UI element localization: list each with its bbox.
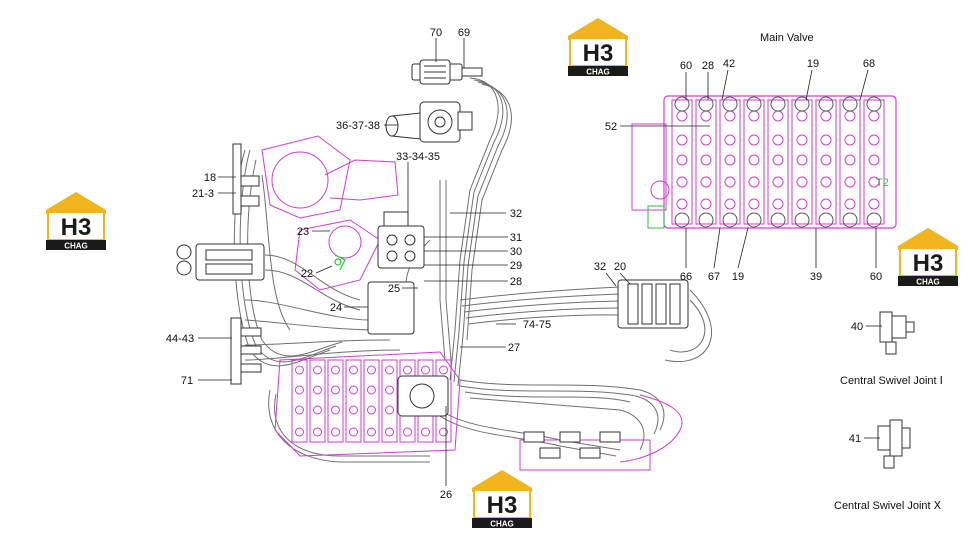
part-label: 74-75	[523, 319, 551, 331]
part-label: 44-43	[166, 333, 194, 345]
leader-lines	[198, 38, 882, 486]
part-label: 30	[510, 246, 522, 258]
left-lower-bracket	[230, 317, 262, 385]
t2-marker: T2	[876, 177, 889, 189]
part-label: 32	[594, 261, 606, 273]
part-label: 25	[388, 283, 400, 295]
swivel-fitting-36	[385, 101, 473, 143]
part-label: 19	[807, 58, 819, 70]
svg-text:CHAG: CHAG	[490, 520, 514, 529]
svg-text:H3: H3	[583, 40, 614, 67]
brand-logo: H3 CHAG	[898, 228, 958, 287]
part-label: 19	[732, 271, 744, 283]
svg-text:CHAG: CHAG	[916, 278, 940, 287]
part-label: 24	[330, 302, 342, 314]
part-label: 71	[181, 375, 193, 387]
part-label: 18	[204, 172, 216, 184]
part-label: 29	[510, 260, 522, 272]
part-labels: 70 69 36-37-38 33-34-35 18 21-3 32 23 31…	[166, 27, 882, 501]
part-label: 60	[680, 60, 692, 72]
top-fitting-block	[411, 59, 483, 85]
part-label: 52	[605, 121, 617, 133]
part-label: 28	[510, 276, 522, 288]
swivel-joint-x	[877, 419, 911, 469]
part-label: 66	[680, 271, 692, 283]
part-label: 27	[508, 342, 520, 354]
svg-text:H3: H3	[487, 492, 518, 519]
lower-main-valve	[291, 359, 452, 443]
part-label: 23	[297, 226, 309, 238]
part-label: 36-37-38	[336, 120, 380, 132]
green-marks	[334, 254, 346, 271]
main-valve-title: Main Valve	[760, 32, 814, 44]
part-label: 70	[430, 27, 442, 39]
part-label: 40	[851, 321, 863, 333]
part-label: 67	[708, 271, 720, 283]
swivel-joint-x-title: Central Swivel Joint Ⅹ	[834, 500, 942, 512]
part-label: 28	[702, 60, 714, 72]
part-label: 20	[614, 261, 626, 273]
brand-logo: H3 CHAG	[46, 192, 106, 251]
part-label: 32	[510, 208, 522, 220]
part-label: 33-34-35	[396, 151, 440, 163]
part-label: 69	[458, 27, 470, 39]
pilot-valve-20	[617, 279, 689, 329]
part-label: 21-3	[192, 188, 214, 200]
part-label: 39	[810, 271, 822, 283]
svg-text:CHAG: CHAG	[64, 242, 88, 251]
part-label: 31	[510, 232, 522, 244]
swivel-joint-1-title: Central Swivel Joint Ⅰ	[840, 375, 943, 387]
svg-text:H3: H3	[61, 214, 92, 241]
part-label: 26	[440, 489, 452, 501]
bottom-fittings	[523, 431, 621, 459]
part-label: 42	[723, 58, 735, 70]
main-valve: T2	[631, 95, 897, 229]
part-label: 22	[301, 268, 313, 280]
svg-text:H3: H3	[913, 250, 944, 277]
left-aux-valves	[176, 243, 265, 281]
brand-logo: H3 CHAG	[568, 18, 628, 77]
center-valve-block	[367, 211, 425, 335]
swivel-joint-1	[879, 311, 915, 355]
magenta-outlines	[261, 135, 683, 471]
brand-logo: H3 CHAG	[472, 470, 532, 529]
part-label: 68	[863, 58, 875, 70]
svg-text:CHAG: CHAG	[586, 68, 610, 77]
part-label: 41	[849, 433, 861, 445]
part-label: 60	[870, 271, 882, 283]
left-bracket	[232, 143, 260, 215]
